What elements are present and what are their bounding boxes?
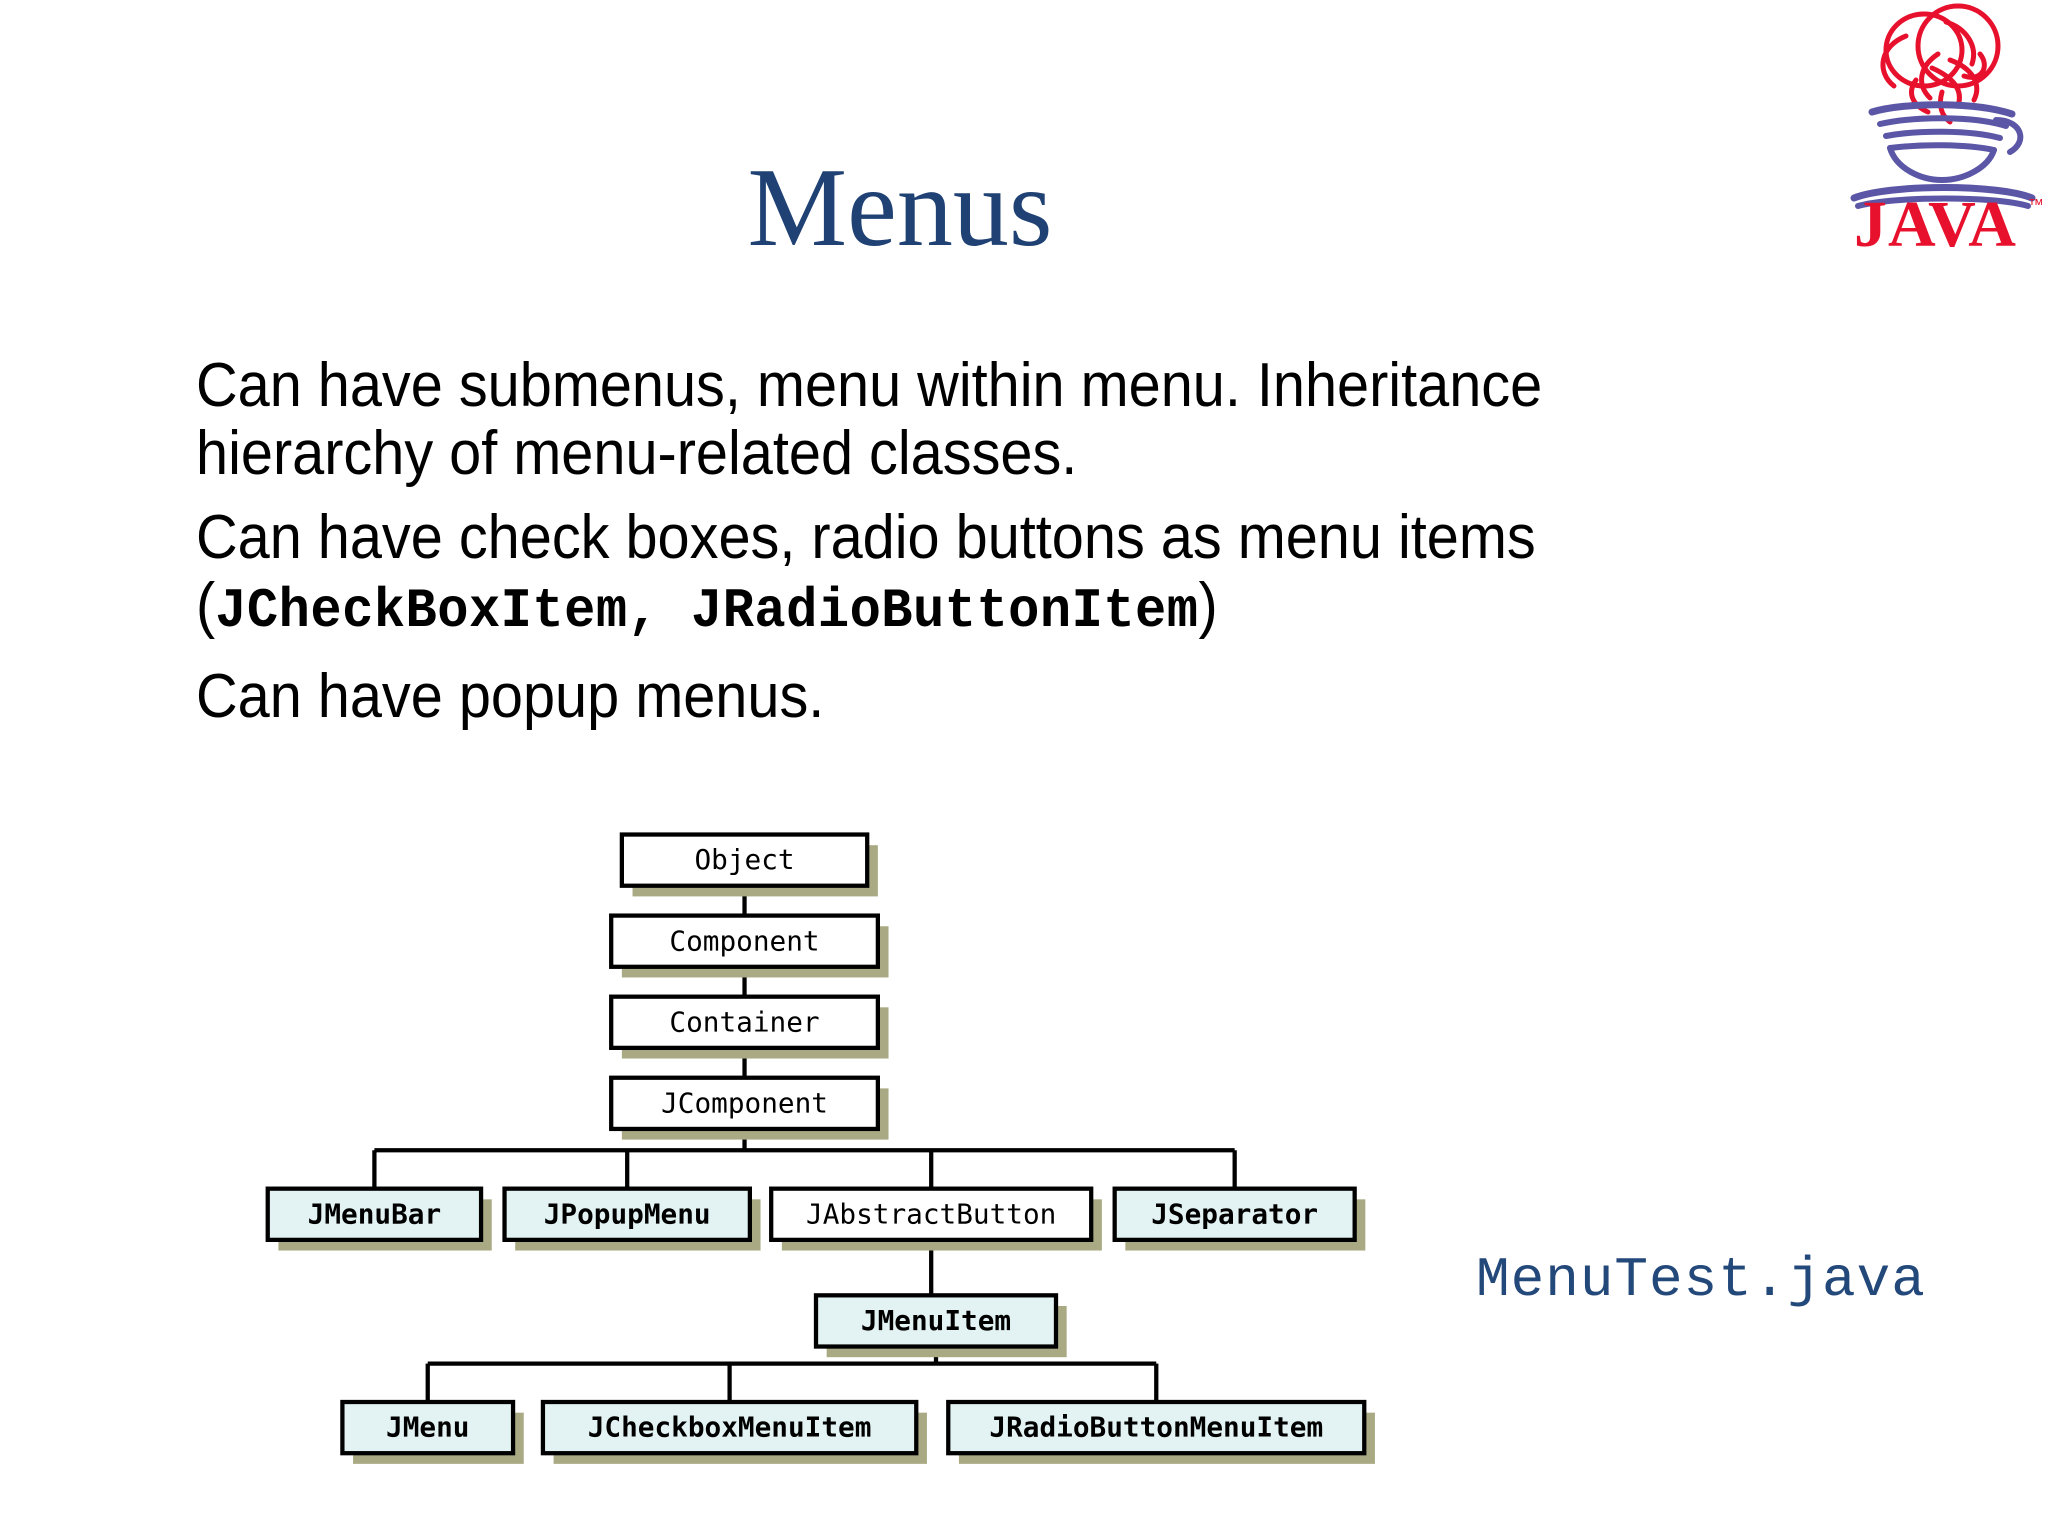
node-box (340, 1399, 516, 1456)
node-box (813, 1293, 1059, 1349)
diagram-node-jmenu: JMenu (340, 1399, 524, 1464)
node-box (502, 1186, 752, 1242)
node-box (540, 1399, 919, 1456)
node-box (609, 913, 880, 969)
node-label: JRadioButtonMenuItem (989, 1411, 1323, 1444)
diagram-node-object: Object (619, 832, 878, 897)
java-logo-cup (1850, 101, 2036, 209)
node-box (609, 1075, 880, 1132)
java-logo-steam (1880, 3, 2001, 125)
file-reference-label: MenuTest.java (1476, 1248, 1926, 1312)
node-label: Container (669, 1005, 819, 1038)
node-label: JComponent (661, 1086, 828, 1119)
body-paragraph-1: Can have submenus, menu within menu. Inh… (196, 352, 1740, 488)
node-label: JMenuItem (861, 1304, 1011, 1337)
diagram-node-component: Component (609, 913, 889, 978)
node-label: JCheckboxMenuItem (588, 1411, 872, 1444)
paragraph-2-code: JCheckBoxItem, JRadioButtonItem (215, 579, 1199, 643)
node-label: JMenu (386, 1411, 469, 1444)
diagram-node-jcheckboxmenuitem: JCheckboxMenuItem (540, 1399, 927, 1464)
paragraph-2-close-paren: ) (1198, 571, 1218, 640)
body-paragraph-2: Can have check boxes, radio buttons as m… (196, 504, 1740, 645)
diagram-nodes: ObjectComponentContainerJComponentJMenuB… (265, 832, 1375, 1464)
diagram-node-jseparator: JSeparator (1112, 1186, 1366, 1251)
diagram-node-jabstractbutton: JAbstractButton (769, 1186, 1102, 1251)
node-box (769, 1186, 1094, 1242)
node-box (609, 994, 880, 1050)
java-logo-wordmark: JAVA (1854, 188, 2017, 248)
paragraph-1-text: Can have submenus, menu within menu. Inh… (196, 351, 1543, 488)
diagram-node-jradiobuttonmenuitem: JRadioButtonMenuItem (946, 1399, 1375, 1464)
node-box (1112, 1186, 1357, 1242)
trademark-icon: ™ (2028, 197, 2042, 214)
diagram-node-jmenuitem: JMenuItem (813, 1293, 1067, 1358)
node-label: JPopupMenu (544, 1197, 711, 1230)
paragraph-2-open-paren: ( (196, 571, 216, 640)
body-content: Can have submenus, menu within menu. Inh… (196, 352, 1856, 731)
node-box (946, 1399, 1367, 1456)
java-logo: JAVA ™ (1846, 2, 2042, 248)
diagram-node-jmenubar: JMenuBar (265, 1186, 492, 1251)
node-label: JAbstractButton (806, 1197, 1056, 1230)
node-label: JMenuBar (308, 1197, 442, 1230)
diagram-node-jcomponent: JComponent (609, 1075, 889, 1140)
java-wordmark-text: JAVA (1854, 188, 2017, 248)
node-box (619, 832, 870, 888)
node-box (265, 1186, 484, 1242)
diagram-node-jpopupmenu: JPopupMenu (502, 1186, 761, 1251)
page-title: Menus (747, 146, 1053, 270)
paragraph-3-text: Can have popup menus. (196, 662, 825, 731)
paragraph-2-lead: Can have check boxes, radio buttons as m… (196, 503, 1536, 572)
body-paragraph-3: Can have popup menus. (196, 663, 1740, 731)
node-label: JSeparator (1151, 1197, 1318, 1230)
diagram-node-container: Container (609, 994, 889, 1059)
node-label: Component (669, 924, 819, 957)
node-label: Object (694, 843, 794, 876)
